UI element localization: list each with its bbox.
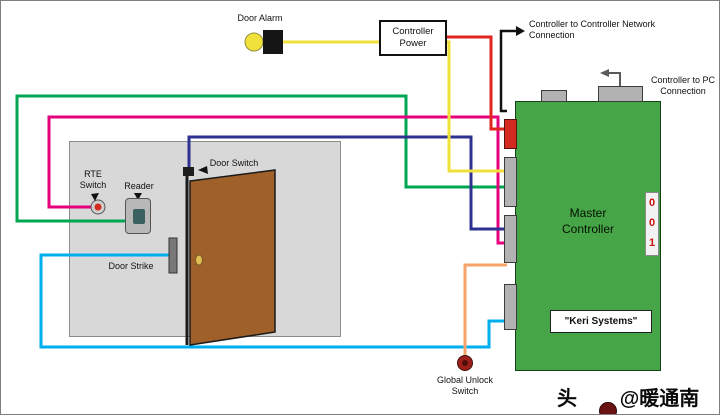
master-controller-title-line2: Controller <box>561 222 615 236</box>
address-display: 0 0 1 <box>645 192 659 256</box>
rte-switch-label: RTE Switch <box>73 169 113 191</box>
wire-orange-global-unlock <box>463 263 507 355</box>
watermark: 头条 @暖通南社 <box>557 382 717 414</box>
rte-switch-label-line1: RTE <box>84 169 102 179</box>
network-connection-line1: Controller to Controller <box>529 19 620 29</box>
door-switch-label: Door Switch <box>209 158 259 168</box>
global-unlock-switch-button <box>462 360 468 366</box>
controller-top-tab-1 <box>541 90 567 102</box>
wire-blue-door-switch <box>187 135 507 231</box>
door-strike <box>168 237 178 274</box>
rte-switch-button <box>94 203 102 211</box>
power-terminal-block <box>504 119 517 149</box>
wire-black-network <box>499 29 516 113</box>
wire-pink-rte-switch <box>47 115 507 245</box>
controller-pc-port-tab <box>598 86 643 102</box>
network-connection-line2: Network Connection <box>529 19 656 40</box>
wire-red-power <box>447 35 506 131</box>
master-controller-title: Master Controller <box>516 205 660 237</box>
master-controller: Master Controller "Keri Systems" 0 0 1 <box>515 101 661 371</box>
controller-power-line2: Power <box>399 38 427 49</box>
master-controller-title-line1: Master <box>569 206 607 220</box>
network-connection-label: Controller to Controller Network Connect… <box>529 19 697 41</box>
reader-label: Reader <box>124 181 154 191</box>
wire-yellow-door-alarm <box>283 40 507 173</box>
address-digit-2: 0 <box>648 217 656 229</box>
pc-connection-label: Controller to PC Connection <box>649 75 717 97</box>
global-unlock-label: Global Unlock Switch <box>429 375 501 397</box>
card-reader <box>125 198 151 234</box>
global-unlock-label-line2: Switch <box>451 386 479 396</box>
door-strike-label: Door Strike <box>108 261 154 271</box>
door-alarm-label: Door Alarm <box>237 13 283 23</box>
address-digit-3: 1 <box>648 237 656 249</box>
wire-green-reader <box>15 94 507 223</box>
door-switch-pointer-arrow-icon <box>198 166 208 174</box>
door-alarm-bulb-icon <box>244 32 264 52</box>
card-reader-window <box>133 209 145 224</box>
address-digit-1: 0 <box>648 197 656 209</box>
pc-arrow-icon <box>600 69 609 77</box>
pc-connection-line2: to PC <box>692 75 716 85</box>
reader-pointer-arrow-icon <box>134 193 142 200</box>
door-alarm-body <box>263 30 283 54</box>
controller-power-box: Controller Power <box>379 20 447 56</box>
door-switch-sensor <box>183 167 194 176</box>
terminal-block-b <box>504 215 517 263</box>
pc-connection-line <box>609 72 621 86</box>
door-knob-icon <box>195 254 203 266</box>
terminal-block-a <box>504 157 517 207</box>
controller-power-line1: Controller <box>392 26 434 37</box>
terminal-block-c <box>504 284 517 330</box>
watermark-brand: 头条 <box>557 388 577 410</box>
pc-connection-line3: Connection <box>660 86 706 96</box>
wire-cyan-door-strike <box>39 253 507 349</box>
door-panel <box>189 169 276 346</box>
watermark-handle: @暖通南社 <box>619 388 700 410</box>
rte-switch-label-line2: Switch <box>79 180 107 190</box>
pc-connection-line1: Controller <box>650 75 690 85</box>
rte-pointer-arrow-icon <box>91 193 99 201</box>
global-unlock-label-line1: Global Unlock <box>436 375 494 385</box>
keri-systems-brand-plate: "Keri Systems" <box>550 310 652 333</box>
network-arrow-icon <box>516 26 525 36</box>
toutiao-logo-icon <box>599 402 617 414</box>
